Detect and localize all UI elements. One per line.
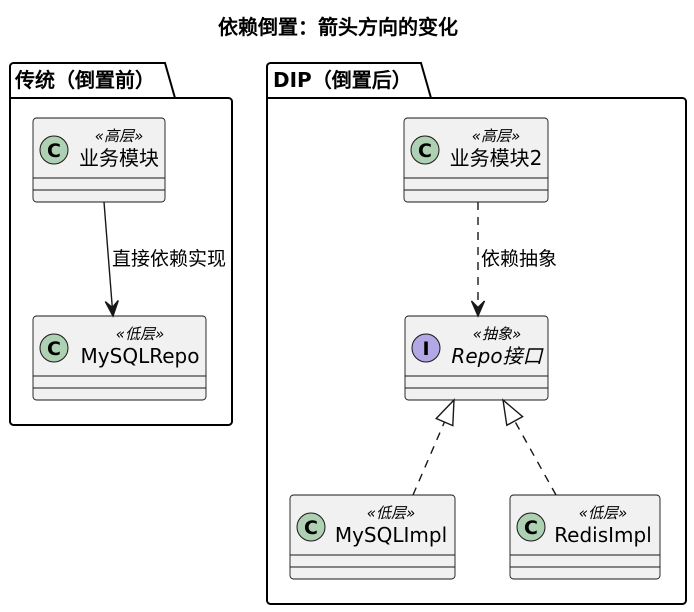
stereotype-label: «低层» [116,325,165,343]
package-frame [9,62,233,426]
class-box-redis-impl: C «低层» RedisImpl [509,494,661,580]
stereotype-label: «低层» [367,504,416,522]
badge-letter: I [422,338,429,360]
package-traditional: 传统（倒置前） C «高层» 业务模块 C «低层» MySQLRepo 直接依… [9,62,233,426]
edge-line [412,421,446,496]
badge-letter: C [524,517,538,539]
class-name: MySQLRepo [81,344,200,368]
stereotype-label: «抽象» [473,325,522,343]
package-dip: DIP（倒置后） C «高层» 业务模块2 I «抽象» Repo接口 [266,62,687,605]
class-badge-icon [296,512,326,542]
class-box-business-module-2: C «高层» 业务模块2 [403,117,549,203]
edge-realization-mysql-impl [412,398,455,496]
class-box-frame [509,494,661,580]
badge-letter: C [304,517,318,539]
package-frame [266,62,687,605]
edge-realization-redis-impl [502,398,557,496]
interface-box-frame [404,315,549,401]
arrowhead-icon [104,300,119,318]
edge-direct-dependency: 直接依赖实现 [103,201,226,318]
class-box-mysql-impl: C «低层» MySQLImpl [289,494,456,580]
interface-name: Repo接口 [451,344,544,368]
edge-line [514,420,557,496]
interface-box-repo: I «抽象» Repo接口 [404,315,549,401]
stereotype-label: «低层» [579,504,628,522]
interface-badge-icon [411,333,441,363]
class-box-business-module: C «高层» 业务模块 [32,117,166,203]
class-badge-icon [410,135,440,165]
package-label: DIP（倒置后） [273,68,412,92]
edge-line [103,201,113,308]
edge-label: 直接依赖实现 [112,248,226,270]
stereotype-label: «高层» [95,127,144,145]
class-badge-icon [39,135,69,165]
class-badge-icon [39,333,69,363]
badge-letter: C [418,140,432,162]
badge-letter: C [47,140,61,162]
stereotype-label: «高层» [472,127,521,145]
hollow-triangle-icon [434,398,455,427]
edge-abstract-dependency: 依赖抽象 [470,202,557,318]
diagram-title: 依赖倒置：箭头方向的变化 [218,15,458,39]
badge-letter: C [47,338,61,360]
class-box-frame [403,117,549,203]
arrowhead-icon [470,300,486,318]
class-badge-icon [516,512,546,542]
class-name: 业务模块2 [450,146,543,170]
class-box-mysql-repo: C «低层» MySQLRepo [32,315,207,401]
hollow-triangle-icon [502,398,524,427]
class-box-frame [32,315,207,401]
class-name: 业务模块 [79,146,159,170]
class-box-frame [32,117,166,203]
class-name: MySQLImpl [335,523,447,547]
class-name: RedisImpl [554,523,652,547]
class-box-frame [289,494,456,580]
package-label: 传统（倒置前） [14,68,155,92]
edge-label: 依赖抽象 [481,248,557,270]
